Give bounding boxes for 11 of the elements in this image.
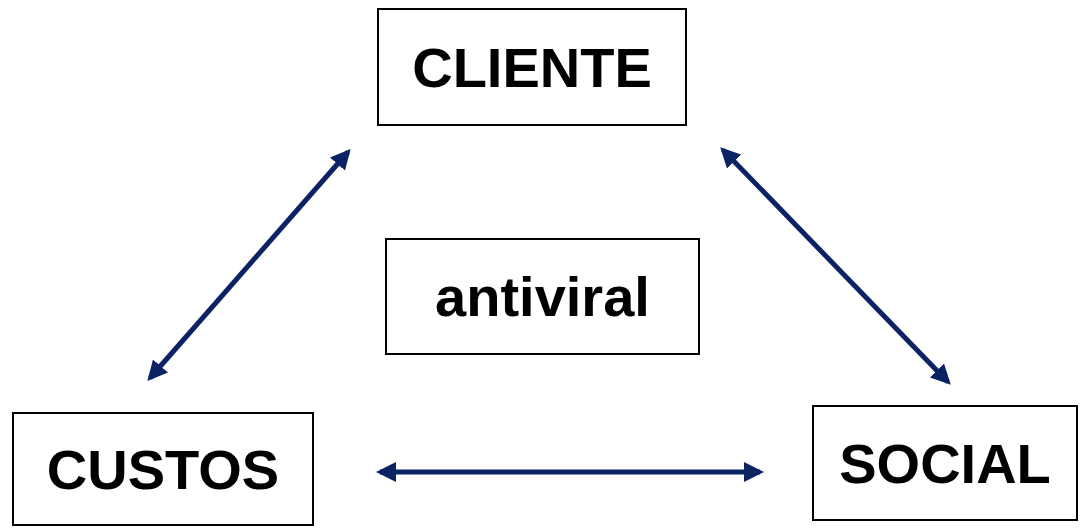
node-label: SOCIAL xyxy=(839,430,1051,496)
double-arrow xyxy=(147,149,351,381)
double-arrow xyxy=(376,462,764,482)
node-label: CUSTOS xyxy=(46,436,280,502)
node-label: antiviral xyxy=(435,264,650,329)
text-box xyxy=(385,238,700,355)
text-box xyxy=(377,8,687,126)
double-arrow xyxy=(720,147,951,385)
text-box xyxy=(12,412,314,526)
node-label: CLIENTE xyxy=(412,34,652,100)
text-box xyxy=(812,405,1078,521)
